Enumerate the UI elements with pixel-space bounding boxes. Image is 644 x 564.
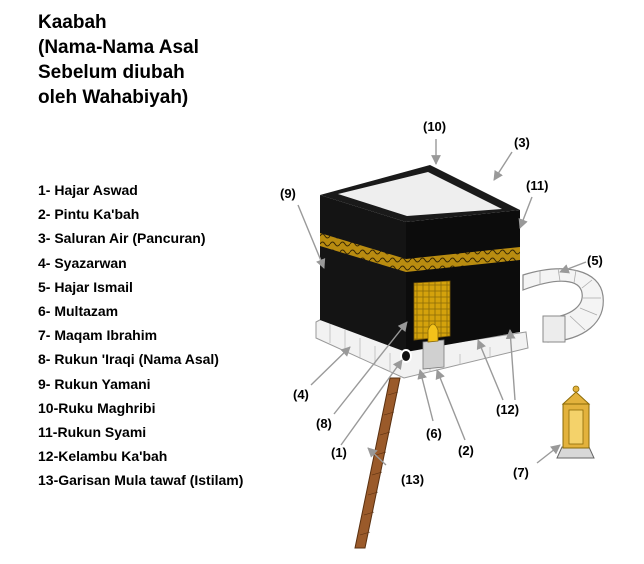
callout-6: (6) [426,426,442,441]
callout-3: (3) [514,135,530,150]
leader-lines [297,139,587,466]
callout-8: (8) [316,416,332,431]
title-line: (Nama-Nama Asal [38,37,199,58]
callout-1: (1) [331,445,347,460]
legend-item: 6- Multazam [38,302,119,319]
legend-item: 12-Kelambu Ka'bah [38,448,168,465]
callout-5: (5) [587,253,603,268]
legend-item: 3- Saluran Air (Pancuran) [38,230,206,247]
legend-item: 10-Ruku Maghribi [38,399,156,416]
kaaba-left-face [320,195,406,352]
title-line: oleh Wahabiyah) [38,87,189,108]
callout-12: (12) [496,402,519,417]
tawaf-line-texture [359,391,399,536]
kaaba-roof-top [338,172,502,216]
legend-item: 2- Pintu Ka'bah [38,206,140,223]
callout-2: (2) [458,443,474,458]
callout-7: (7) [513,465,529,480]
kaaba-door [422,323,445,370]
gold-band-left [320,233,406,272]
callout-13: (13) [401,472,424,487]
callout-9: (9) [280,186,296,201]
legend-item: 1- Hajar Aswad [38,182,138,198]
callout-10: (10) [423,119,446,134]
callout-11: (11) [526,178,548,193]
legend-list: 1- Hajar Aswad 2- Pintu Ka'bah 3- Salura… [38,178,243,492]
hijr-ismail-wall [522,267,604,343]
legend-item: 9- Rukun Yamani [38,375,151,392]
maqam-ibrahim [556,385,595,459]
title-line: Kaabah [38,12,107,33]
legend-item: 11-Rukun Syami [38,423,147,440]
legend-item: 7- Maqam Ibrahim [38,327,158,344]
legend-item: 13-Garisan Mula tawaf (Istilam) [38,472,244,489]
legend-item: 4- Syazarwan [38,254,127,271]
legend-item: 5- Hajar Ismail [38,278,133,295]
callout-4: (4) [293,387,309,402]
gold-band-right [406,247,520,272]
legend-item: 8- Rukun 'Iraqi (Nama Asal) [38,351,219,368]
title-line: Sebelum diubah [38,62,185,83]
door-curtain [413,280,451,341]
tawaf-line [354,377,401,549]
diagram-title: Kaabah (Nama-Nama Asal Sebelum diubah ol… [38,10,288,110]
black-stone [400,349,412,363]
